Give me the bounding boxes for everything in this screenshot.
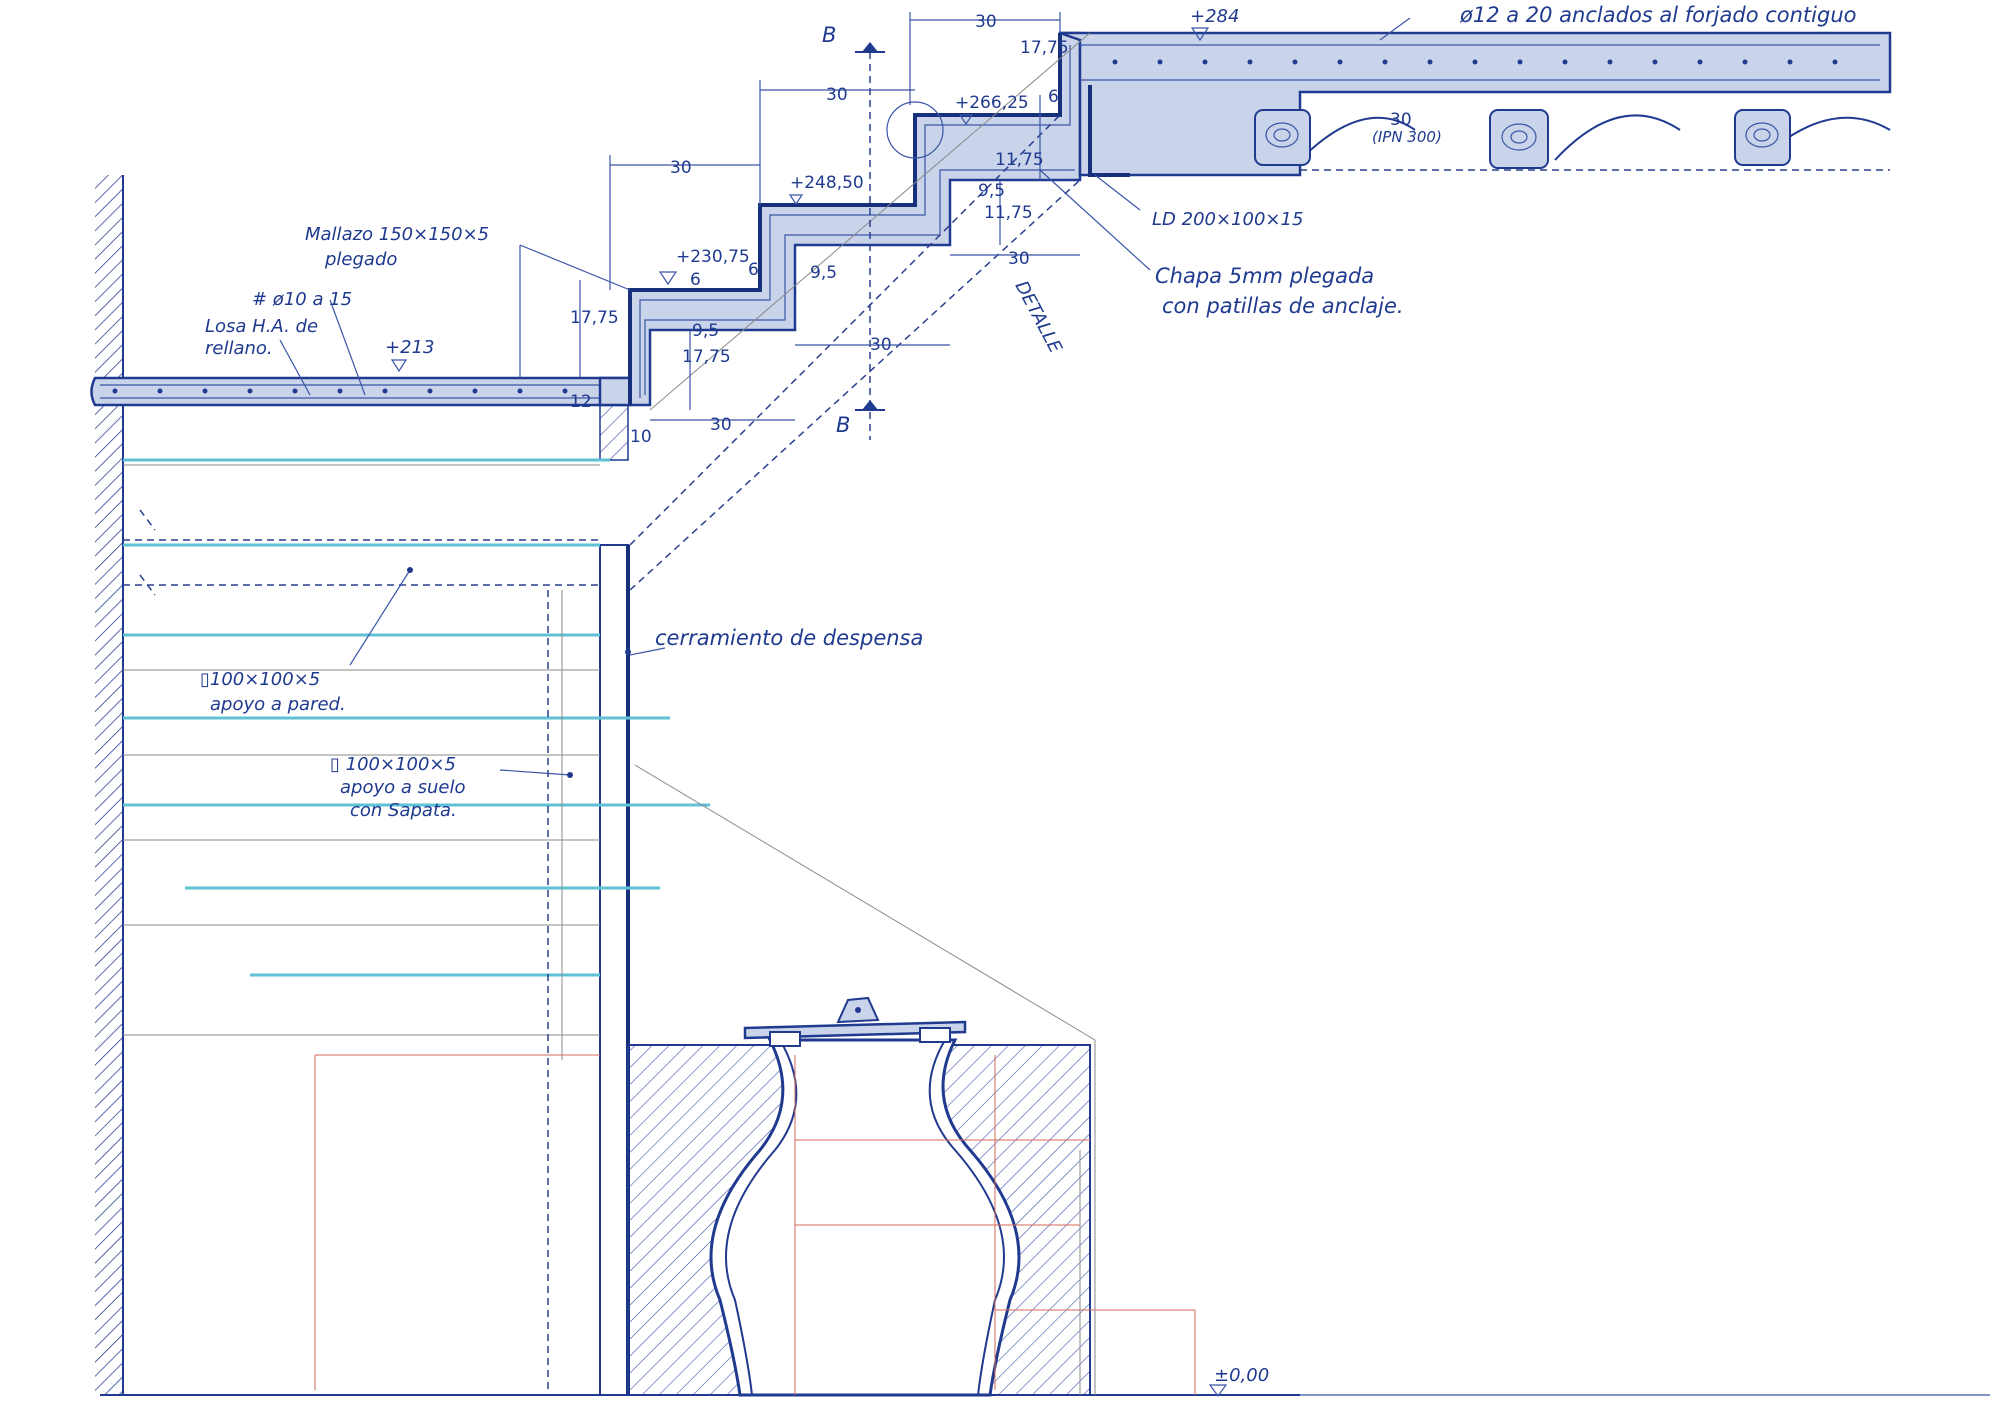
construction-grid-lines <box>794 1055 1196 1395</box>
dim-95-b: 9,5 <box>692 321 719 341</box>
dim-1175-a: 11,75 <box>995 150 1044 170</box>
label-chapa-1: Chapa 5mm plegada <box>1155 264 1374 288</box>
label-tube1-1: ▯100×100×5 <box>200 669 320 690</box>
label-mallazo-1: Mallazo 150×150×5 <box>305 224 489 245</box>
dim-1775-b: 17,75 <box>570 308 619 328</box>
landing-slab-rebar <box>100 384 620 399</box>
dim-6-c: 6 <box>748 260 759 280</box>
label-chapa-2: con patillas de anclaje. <box>1162 294 1404 318</box>
level-26625: +266,25 <box>955 93 1029 113</box>
dim-6-a: 6 <box>1048 87 1059 107</box>
pantry-shelves <box>123 458 710 1390</box>
dim-30-e: 30 <box>710 415 732 435</box>
dim-30-a: 30 <box>826 85 848 105</box>
label-mallazo-2: plegado <box>324 249 397 270</box>
upper-slab-rebar <box>1112 59 1838 65</box>
level-213: +213 <box>385 337 434 358</box>
section-mark-b-bottom: B <box>836 400 885 437</box>
label-detalle: DETALLE <box>1011 277 1067 357</box>
section-b-label-bottom: B <box>836 413 850 437</box>
annotation-leaders <box>279 17 1411 778</box>
label-losa-1: Losa H.A. de <box>205 316 318 337</box>
pantry-enclosure-wall <box>599 404 630 1396</box>
dim-95-c: 9,5 <box>978 181 1005 201</box>
label-tube2-1: ▯ 100×100×5 <box>330 754 456 775</box>
dim-1775-a: 17,75 <box>1020 38 1069 58</box>
label-ld: LD 200×100×15 <box>1152 209 1303 230</box>
label-bars-anchored: ø12 a 20 anclados al forjado contiguo <box>1459 3 1856 27</box>
level-markers: +284 +266,25 +248,50 +230,75 +213 ±0,00 <box>385 6 1269 1398</box>
left-existing-wall <box>95 175 124 1395</box>
label-tube2-2: apoyo a suelo <box>340 777 465 798</box>
dim-1175-b: 11,75 <box>984 203 1033 223</box>
label-tube1-2: apoyo a pared. <box>210 694 346 715</box>
dim-10: 10 <box>630 427 652 447</box>
timber-beams <box>1254 109 1791 169</box>
section-b-label-top: B <box>822 23 836 47</box>
dim-6-b: 6 <box>690 270 701 290</box>
level-284: +284 <box>1190 6 1239 27</box>
dim-30-d: 30 <box>870 335 892 355</box>
ld-angle <box>1088 85 1130 177</box>
upper-floor-slab <box>1059 31 1892 177</box>
dim-95-a: 9,5 <box>810 263 837 283</box>
level-000: ±0,00 <box>1214 1365 1269 1386</box>
label-ipn-300: (IPN 300) <box>1372 128 1442 146</box>
dim-12: 12 <box>570 392 592 412</box>
level-23075: +230,75 <box>676 247 750 267</box>
detail-circle <box>886 101 944 159</box>
dim-30-b: 30 <box>670 158 692 178</box>
section-mark-b-top: B <box>822 23 885 440</box>
label-tube2-3: con Sapata. <box>350 800 457 821</box>
stair-folded-slab <box>598 31 1082 407</box>
dim-30-c: 30 <box>1008 249 1030 269</box>
clay-jar-vessel <box>709 996 1021 1397</box>
dim-1775-c: 17,75 <box>682 347 731 367</box>
stair-rebar <box>639 45 1075 398</box>
level-24850: +248,50 <box>790 173 864 193</box>
dim-30-top: 30 <box>975 12 997 32</box>
dimension-lines <box>579 12 1080 421</box>
label-rebar: # ø10 a 15 <box>252 289 352 310</box>
label-cerramiento: cerramiento de despensa <box>655 626 923 650</box>
landing-slab <box>90 376 632 407</box>
dim-30-ipn: 30 <box>1390 110 1412 130</box>
label-losa-2: rellano. <box>205 338 273 359</box>
